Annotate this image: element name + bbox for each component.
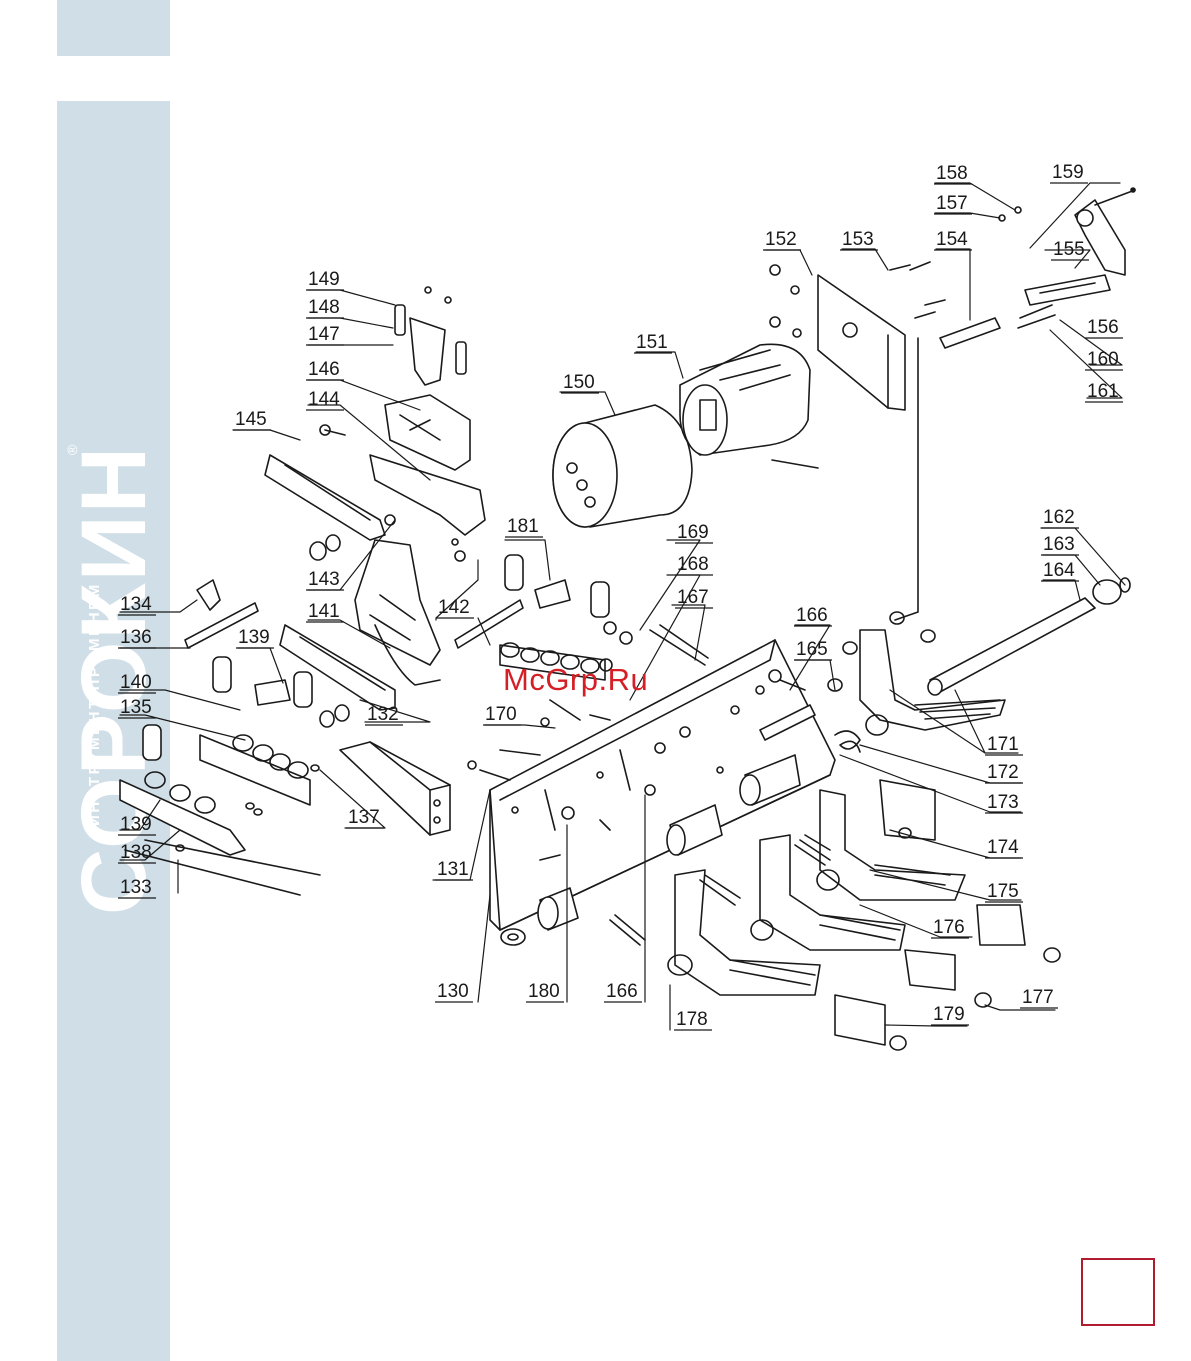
part-label-157: 157 [936, 193, 968, 214]
part-label-143: 143 [308, 569, 340, 590]
part-label-171: 171 [987, 734, 1019, 755]
part-label-165: 165 [796, 639, 828, 660]
part-label-162: 162 [1043, 507, 1075, 528]
part-label-148: 148 [308, 297, 340, 318]
part-label-176: 176 [933, 917, 965, 938]
part-label-141: 141 [308, 601, 340, 622]
upper-bracket [370, 318, 485, 535]
part-label-178: 178 [676, 1009, 708, 1030]
lower-bracket [355, 540, 440, 685]
part-label-159: 159 [1052, 162, 1084, 183]
pedal-shaft [928, 578, 1130, 695]
motor-cover [553, 405, 692, 527]
part-label-158: 158 [936, 163, 968, 184]
watermark: McGrp.Ru [503, 662, 648, 698]
part-label-174: 174 [987, 837, 1019, 858]
part-label-166: 166 [796, 605, 828, 626]
part-label-163: 163 [1043, 534, 1075, 555]
part-label-138: 138 [120, 842, 152, 863]
part-label-130: 130 [437, 981, 469, 1002]
part-label-155: 155 [1053, 239, 1085, 260]
part-label-164: 164 [1043, 560, 1075, 581]
part-label-160: 160 [1087, 349, 1119, 370]
part-label-146: 146 [308, 359, 340, 380]
part-label-177: 177 [1022, 987, 1054, 1008]
part-label-142: 142 [438, 597, 470, 618]
part-label-137: 137 [348, 807, 380, 828]
leader-lines [120, 183, 1125, 1030]
part-label-139: 139 [238, 627, 270, 648]
part-label-131: 131 [437, 859, 469, 880]
part-label-149: 149 [308, 269, 340, 290]
part-label-172: 172 [987, 762, 1019, 783]
part-label-147: 147 [308, 324, 340, 345]
part-label-154: 154 [936, 229, 968, 250]
part-label-132: 132 [367, 704, 399, 725]
part-label-180: 180 [528, 981, 560, 1002]
part-label-153: 153 [842, 229, 874, 250]
part-label-136: 136 [120, 627, 152, 648]
part-label-151: 151 [636, 332, 668, 353]
part-label-181: 181 [507, 516, 539, 537]
part-label-167: 167 [677, 587, 709, 608]
part-label-175: 175 [987, 881, 1019, 902]
rotary-switch [680, 344, 810, 455]
part-label-169: 169 [677, 522, 709, 543]
part-label-133: 133 [120, 877, 152, 898]
cable-line [772, 460, 818, 468]
part-label-168: 168 [677, 554, 709, 575]
part-label-140: 140 [120, 672, 152, 693]
part-label-170: 170 [485, 704, 517, 725]
page-number-box [1081, 1258, 1155, 1326]
part-label-150: 150 [563, 372, 595, 393]
part-label-144: 144 [308, 389, 340, 410]
part-label-145: 145 [235, 409, 267, 430]
part-label-135: 135 [120, 697, 152, 718]
part-label-161: 161 [1087, 381, 1119, 402]
part-label-156: 156 [1087, 317, 1119, 338]
part-label-173: 173 [987, 792, 1019, 813]
part-label-134: 134 [120, 594, 152, 615]
part-label-139: 139 [120, 814, 152, 835]
part-label-179: 179 [933, 1004, 965, 1025]
part-label-166: 166 [606, 981, 638, 1002]
part-labels: 130 131 132 133 134 135 136 137 138 139 139 140 141 1… [118, 162, 1123, 1030]
part-label-152: 152 [765, 229, 797, 250]
